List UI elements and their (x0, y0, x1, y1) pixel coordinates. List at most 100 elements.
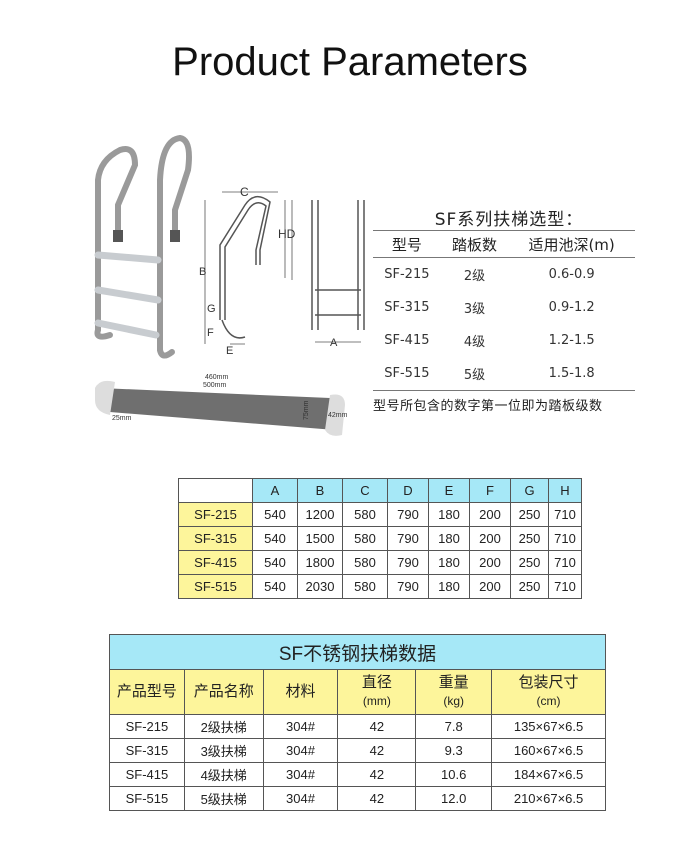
table-cell: 250 (510, 550, 549, 575)
table-cell: 184×67×6.5 (491, 762, 606, 787)
col-header: 直径(mm) (337, 669, 417, 715)
spec-caption: SF不锈钢扶梯数据 (109, 634, 606, 670)
table-cell: 1.2-1.5 (548, 333, 595, 348)
label-hd: HD (278, 227, 296, 241)
col-header-label: 重量 (438, 674, 469, 691)
model-cell: SF-215 (178, 502, 253, 527)
table-cell: 5级扶梯 (183, 786, 264, 811)
table-cell: 580 (342, 550, 388, 575)
table-cell: 180 (428, 550, 470, 575)
table-cell: 7.8 (415, 714, 493, 739)
table-cell: 2级扶梯 (183, 714, 264, 739)
table-cell: SF-215 (109, 714, 185, 739)
label-42mm: 42mm (328, 412, 348, 419)
table-cell: 42 (337, 762, 417, 787)
ladder-photo (94, 134, 192, 359)
table-cell: 790 (387, 550, 429, 575)
table-cell: 250 (510, 526, 549, 551)
col-header-unit: (cm) (536, 694, 561, 708)
col-header-label: 材料 (285, 683, 316, 700)
table-cell: 4级 (463, 335, 486, 350)
col-header: G (510, 478, 549, 503)
col-header-label: 产品型号 (116, 683, 177, 700)
label-a: A (330, 337, 338, 349)
table-cell: 180 (428, 526, 470, 551)
col-header: H (548, 478, 582, 503)
table-cell: 250 (510, 502, 549, 527)
col-header: 踏板数 (440, 230, 509, 258)
table-cell: 1500 (297, 526, 343, 551)
table-cell: SF-415 (384, 333, 430, 348)
table-cell: 10.6 (415, 762, 493, 787)
table-cell: 580 (342, 526, 388, 551)
table-cell: 540 (252, 502, 298, 527)
table-cell: 0.9-1.2 (548, 300, 595, 315)
model-cell: SF-315 (178, 526, 253, 551)
corner-cell (178, 478, 253, 503)
selection-heading: SF系列扶梯选型： (434, 210, 584, 230)
label-75mm: 75mm (303, 400, 310, 420)
table-cell: 540 (252, 574, 298, 599)
table-cell: SF-315 (109, 738, 185, 763)
col-header-label: 产品名称 (193, 683, 254, 700)
col-header: 产品型号 (109, 669, 185, 715)
ladder-illustration: C HD B G F E A 460mm 500mm 25mm 75mm 42m… (94, 134, 365, 436)
table-cell: 580 (342, 502, 388, 527)
label-460mm: 460mm (205, 374, 229, 381)
table-cell: 2级 (463, 269, 486, 284)
table-cell: 42 (337, 714, 417, 739)
table-cell: 1200 (297, 502, 343, 527)
table-cell: SF-415 (109, 762, 185, 787)
col-header: F (469, 478, 511, 503)
table-cell: 4级扶梯 (183, 762, 264, 787)
col-header-label: 包装尺寸 (518, 674, 579, 691)
label-500mm: 500mm (203, 382, 227, 389)
table-cell: SF-515 (373, 357, 441, 391)
table-cell: SF-515 (109, 786, 185, 811)
table-cell: 12.0 (415, 786, 493, 811)
table-cell: 5级 (440, 357, 509, 391)
table-cell: 200 (469, 526, 511, 551)
table-cell: 710 (548, 526, 582, 551)
col-header: C (342, 478, 388, 503)
table-cell: 42 (337, 786, 417, 811)
table-cell: 42 (337, 738, 417, 763)
table-cell: 160×67×6.5 (491, 738, 606, 763)
table-cell: 210×67×6.5 (491, 786, 606, 811)
table-cell: 0.6-0.9 (548, 267, 595, 282)
col-header-label: 直径 (361, 674, 392, 691)
table-cell: 304# (262, 762, 339, 787)
col-header: E (428, 478, 470, 503)
table-cell: 710 (548, 550, 582, 575)
table-cell: 200 (469, 502, 511, 527)
side-view-drawing (204, 191, 365, 345)
table-cell: 9.3 (415, 738, 493, 763)
table-cell: 304# (262, 714, 339, 739)
table-cell: 180 (428, 574, 470, 599)
col-header: 包装尺寸 (cm) (491, 669, 606, 715)
col-header: 适用池深(m) (508, 230, 635, 258)
table-cell: 1.5-1.8 (508, 357, 635, 391)
table-cell: 790 (387, 574, 429, 599)
table-cell: 304# (262, 738, 339, 763)
table-cell: SF-315 (384, 300, 430, 315)
table-cell: 200 (469, 550, 511, 575)
table-cell: 180 (428, 502, 470, 527)
table-cell: 304# (262, 786, 339, 811)
label-f: F (207, 327, 214, 339)
model-cell: SF-415 (178, 550, 253, 575)
col-header: 材料 (262, 669, 339, 715)
selection-note: 型号所包含的数字第一位即为踏板级数 (373, 399, 603, 414)
